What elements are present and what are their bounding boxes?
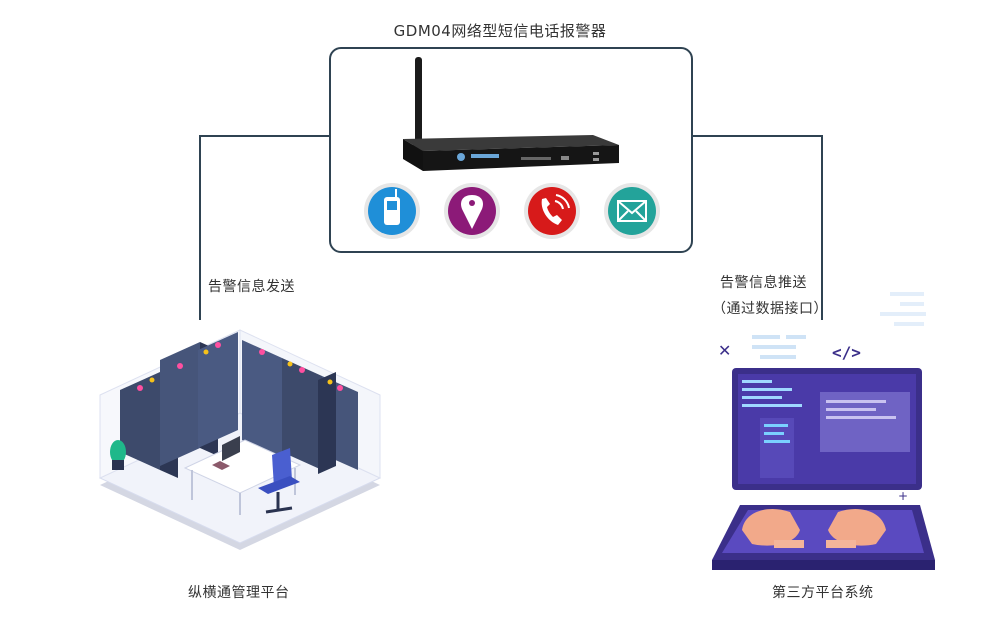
hands-icon xyxy=(742,509,886,548)
server-racks-right xyxy=(242,340,358,474)
close-icon: ✕ xyxy=(718,341,731,360)
left-platform-label: 纵横通管理平台 xyxy=(188,585,290,601)
right-platform-label: 第三方平台系统 xyxy=(772,585,874,601)
alarm-device-image xyxy=(364,57,660,239)
code-lines-background xyxy=(752,292,926,359)
location-pin-icon xyxy=(444,183,500,239)
plus-icon: + xyxy=(898,489,908,503)
right-flow-sublabel: （通过数据接口） xyxy=(712,301,828,317)
device-title: GDM04网络型短信电话报警器 xyxy=(393,22,607,40)
left-flow-label: 告警信息发送 xyxy=(208,279,295,295)
right-connector xyxy=(693,135,823,320)
device-panel xyxy=(329,47,693,253)
mobile-phone-icon xyxy=(364,183,420,239)
keyboard xyxy=(712,505,935,570)
desk-with-computer xyxy=(183,436,302,515)
envelope-icon xyxy=(604,183,660,239)
plant-icon xyxy=(110,440,126,470)
server-racks-left xyxy=(120,332,238,478)
right-flow-label: 告警信息推送 xyxy=(720,275,807,291)
left-connector xyxy=(199,135,329,320)
office-chair-icon xyxy=(258,448,300,514)
antenna-icon xyxy=(415,57,422,145)
code-brackets-icon: </> xyxy=(832,343,861,362)
telephone-icon xyxy=(524,183,580,239)
monitor xyxy=(732,368,922,490)
